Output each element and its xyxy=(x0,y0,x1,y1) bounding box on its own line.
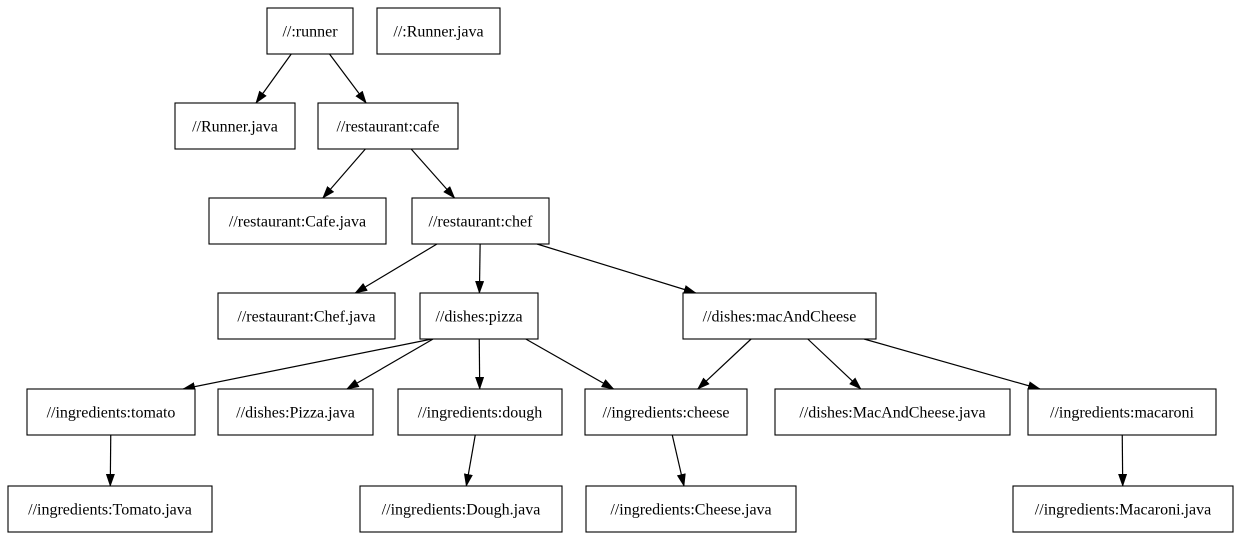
edge-pizza-to-tomato xyxy=(182,338,433,392)
edge-pizza-to-pizza-java xyxy=(346,338,434,390)
node-box-runner xyxy=(266,7,354,55)
graph-node-tomato-java: //ingredients:Tomato.java xyxy=(7,485,213,533)
node-label-macandcheese: //dishes:macAndCheese xyxy=(703,309,857,326)
graph-node-dough: //ingredients:dough xyxy=(397,388,563,436)
node-label-macaroni: //ingredients:macaroni xyxy=(1050,405,1195,422)
node-box-macandcheese xyxy=(682,292,877,340)
node-label-runner-java: //Runner.java xyxy=(192,119,278,136)
node-box-dough-java xyxy=(359,485,563,533)
edge-macandcheese-to-macandcheese-java xyxy=(807,338,862,390)
graph-node-runner: //:runner xyxy=(266,7,354,55)
node-box-macaroni xyxy=(1027,388,1217,436)
node-label-pizza: //dishes:pizza xyxy=(435,309,522,326)
node-box-cheese xyxy=(584,388,748,436)
node-box-runner-java-root xyxy=(376,7,501,55)
graph-node-macandcheese-java: //dishes:MacAndCheese.java xyxy=(774,388,1011,436)
node-box-tomato-java xyxy=(7,485,213,533)
node-label-runner-java-root: //:Runner.java xyxy=(393,24,483,41)
edge-runner-to-cafe xyxy=(329,53,367,104)
graph-node-tomato: //ingredients:tomato xyxy=(26,388,196,436)
node-label-cheese: //ingredients:cheese xyxy=(602,405,729,422)
nodes-layer: //:runner //:Runner.java //Runner.java //re… xyxy=(7,7,1234,533)
graph-node-cafe-java: //restaurant:Cafe.java xyxy=(208,197,387,245)
edge-macandcheese-to-macaroni xyxy=(863,338,1041,391)
graph-node-macandcheese: //dishes:macAndCheese xyxy=(682,292,877,340)
node-box-chef xyxy=(411,197,550,245)
node-label-tomato-java: //ingredients:Tomato.java xyxy=(28,502,192,519)
graph-node-cheese-java: //ingredients:Cheese.java xyxy=(585,485,797,533)
node-label-chef: //restaurant:chef xyxy=(429,214,534,231)
node-label-pizza-java: //dishes:Pizza.java xyxy=(236,405,355,422)
edges-layer xyxy=(105,53,1128,487)
node-label-cheese-java: //ingredients:Cheese.java xyxy=(610,502,771,519)
graph-node-runner-java: //Runner.java xyxy=(174,102,296,150)
edge-pizza-to-cheese xyxy=(525,338,615,390)
graph-node-dough-java: //ingredients:Dough.java xyxy=(359,485,563,533)
node-label-dough: //ingredients:dough xyxy=(418,405,542,422)
edge-runner-to-runner-java xyxy=(255,53,292,104)
edge-macandcheese-to-cheese xyxy=(697,338,752,390)
node-label-tomato: //ingredients:tomato xyxy=(47,405,176,422)
node-box-pizza xyxy=(419,292,539,340)
node-label-dough-java: //ingredients:Dough.java xyxy=(382,502,541,519)
graph-node-pizza-java: //dishes:Pizza.java xyxy=(217,388,374,436)
node-label-macandcheese-java: //dishes:MacAndCheese.java xyxy=(799,405,985,422)
graph-node-macaroni: //ingredients:macaroni xyxy=(1027,388,1217,436)
graph-node-cafe: //restaurant:cafe xyxy=(317,102,459,150)
node-box-cafe xyxy=(317,102,459,150)
graph-node-chef: //restaurant:chef xyxy=(411,197,550,245)
node-box-macandcheese-java xyxy=(774,388,1011,436)
node-box-tomato xyxy=(26,388,196,436)
node-label-runner: //:runner xyxy=(282,24,338,41)
node-box-dough xyxy=(397,388,563,436)
graph-node-chef-java: //restaurant:Chef.java xyxy=(217,292,396,340)
edge-chef-to-macandcheese xyxy=(536,243,697,294)
edge-chef-to-pizza xyxy=(475,243,485,294)
graph-node-runner-java-root: //:Runner.java xyxy=(376,7,501,55)
node-label-chef-java: //restaurant:Chef.java xyxy=(237,309,375,326)
edge-dough-to-dough-java xyxy=(463,434,476,487)
node-box-cheese-java xyxy=(585,485,797,533)
node-box-macaroni-java xyxy=(1012,485,1234,533)
node-box-pizza-java xyxy=(217,388,374,436)
edge-chef-to-chef-java xyxy=(354,243,438,294)
node-label-macaroni-java: //ingredients:Macaroni.java xyxy=(1035,502,1211,519)
graph-node-cheese: //ingredients:cheese xyxy=(584,388,748,436)
node-label-cafe: //restaurant:cafe xyxy=(336,119,439,136)
graph-node-macaroni-java: //ingredients:Macaroni.java xyxy=(1012,485,1234,533)
node-box-runner-java xyxy=(174,102,296,150)
edge-cafe-to-cafe-java xyxy=(322,148,366,199)
edge-cafe-to-chef xyxy=(410,148,456,199)
node-label-cafe-java: //restaurant:Cafe.java xyxy=(229,214,366,231)
graph-node-pizza: //dishes:pizza xyxy=(419,292,539,340)
node-box-chef-java xyxy=(217,292,396,340)
edge-cheese-to-cheese-java xyxy=(671,434,686,487)
node-box-cafe-java xyxy=(208,197,387,245)
